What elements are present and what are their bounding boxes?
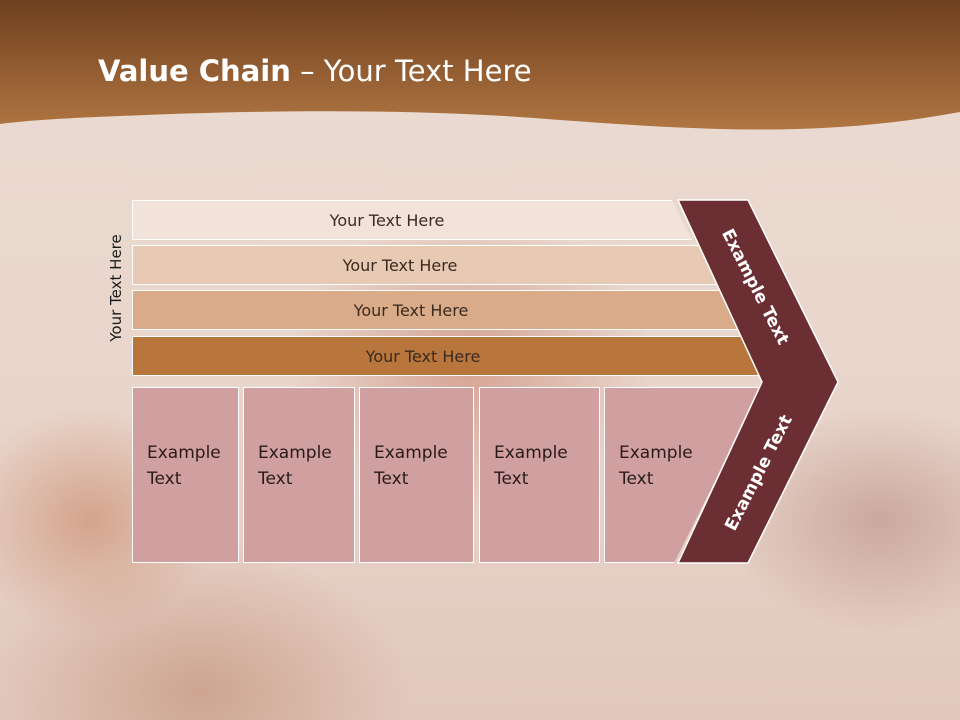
card-1: Example Text — [132, 387, 239, 563]
title-bold: Value Chain — [98, 54, 291, 88]
bar-row-3-label: Your Text Here — [353, 300, 469, 320]
card-3-text: Example Text — [374, 443, 448, 489]
bar-row-4-label: Your Text Here — [365, 346, 481, 366]
card-2-text: Example Text — [258, 443, 332, 489]
header-band — [0, 0, 960, 130]
bar-row-2-label: Your Text Here — [342, 255, 458, 275]
slide-title: Value Chain – Your Text Here — [98, 54, 532, 94]
card-4-text: Example Text — [494, 443, 568, 489]
bar-row-2: Your Text Here — [132, 245, 718, 285]
card-5-text: Example Text — [619, 443, 693, 489]
card-4: Example Text — [479, 387, 600, 563]
title-rest: – Your Text Here — [290, 54, 532, 88]
bar-row-4: Your Text Here — [132, 336, 764, 376]
card-3: Example Text — [359, 387, 474, 563]
bar-row-1-label: Your Text Here — [329, 210, 445, 230]
card-2: Example Text — [243, 387, 355, 563]
bar-row-3: Your Text Here — [132, 290, 740, 330]
card-1-text: Example Text — [147, 443, 221, 489]
bar-row-1: Your Text Here — [132, 200, 692, 240]
